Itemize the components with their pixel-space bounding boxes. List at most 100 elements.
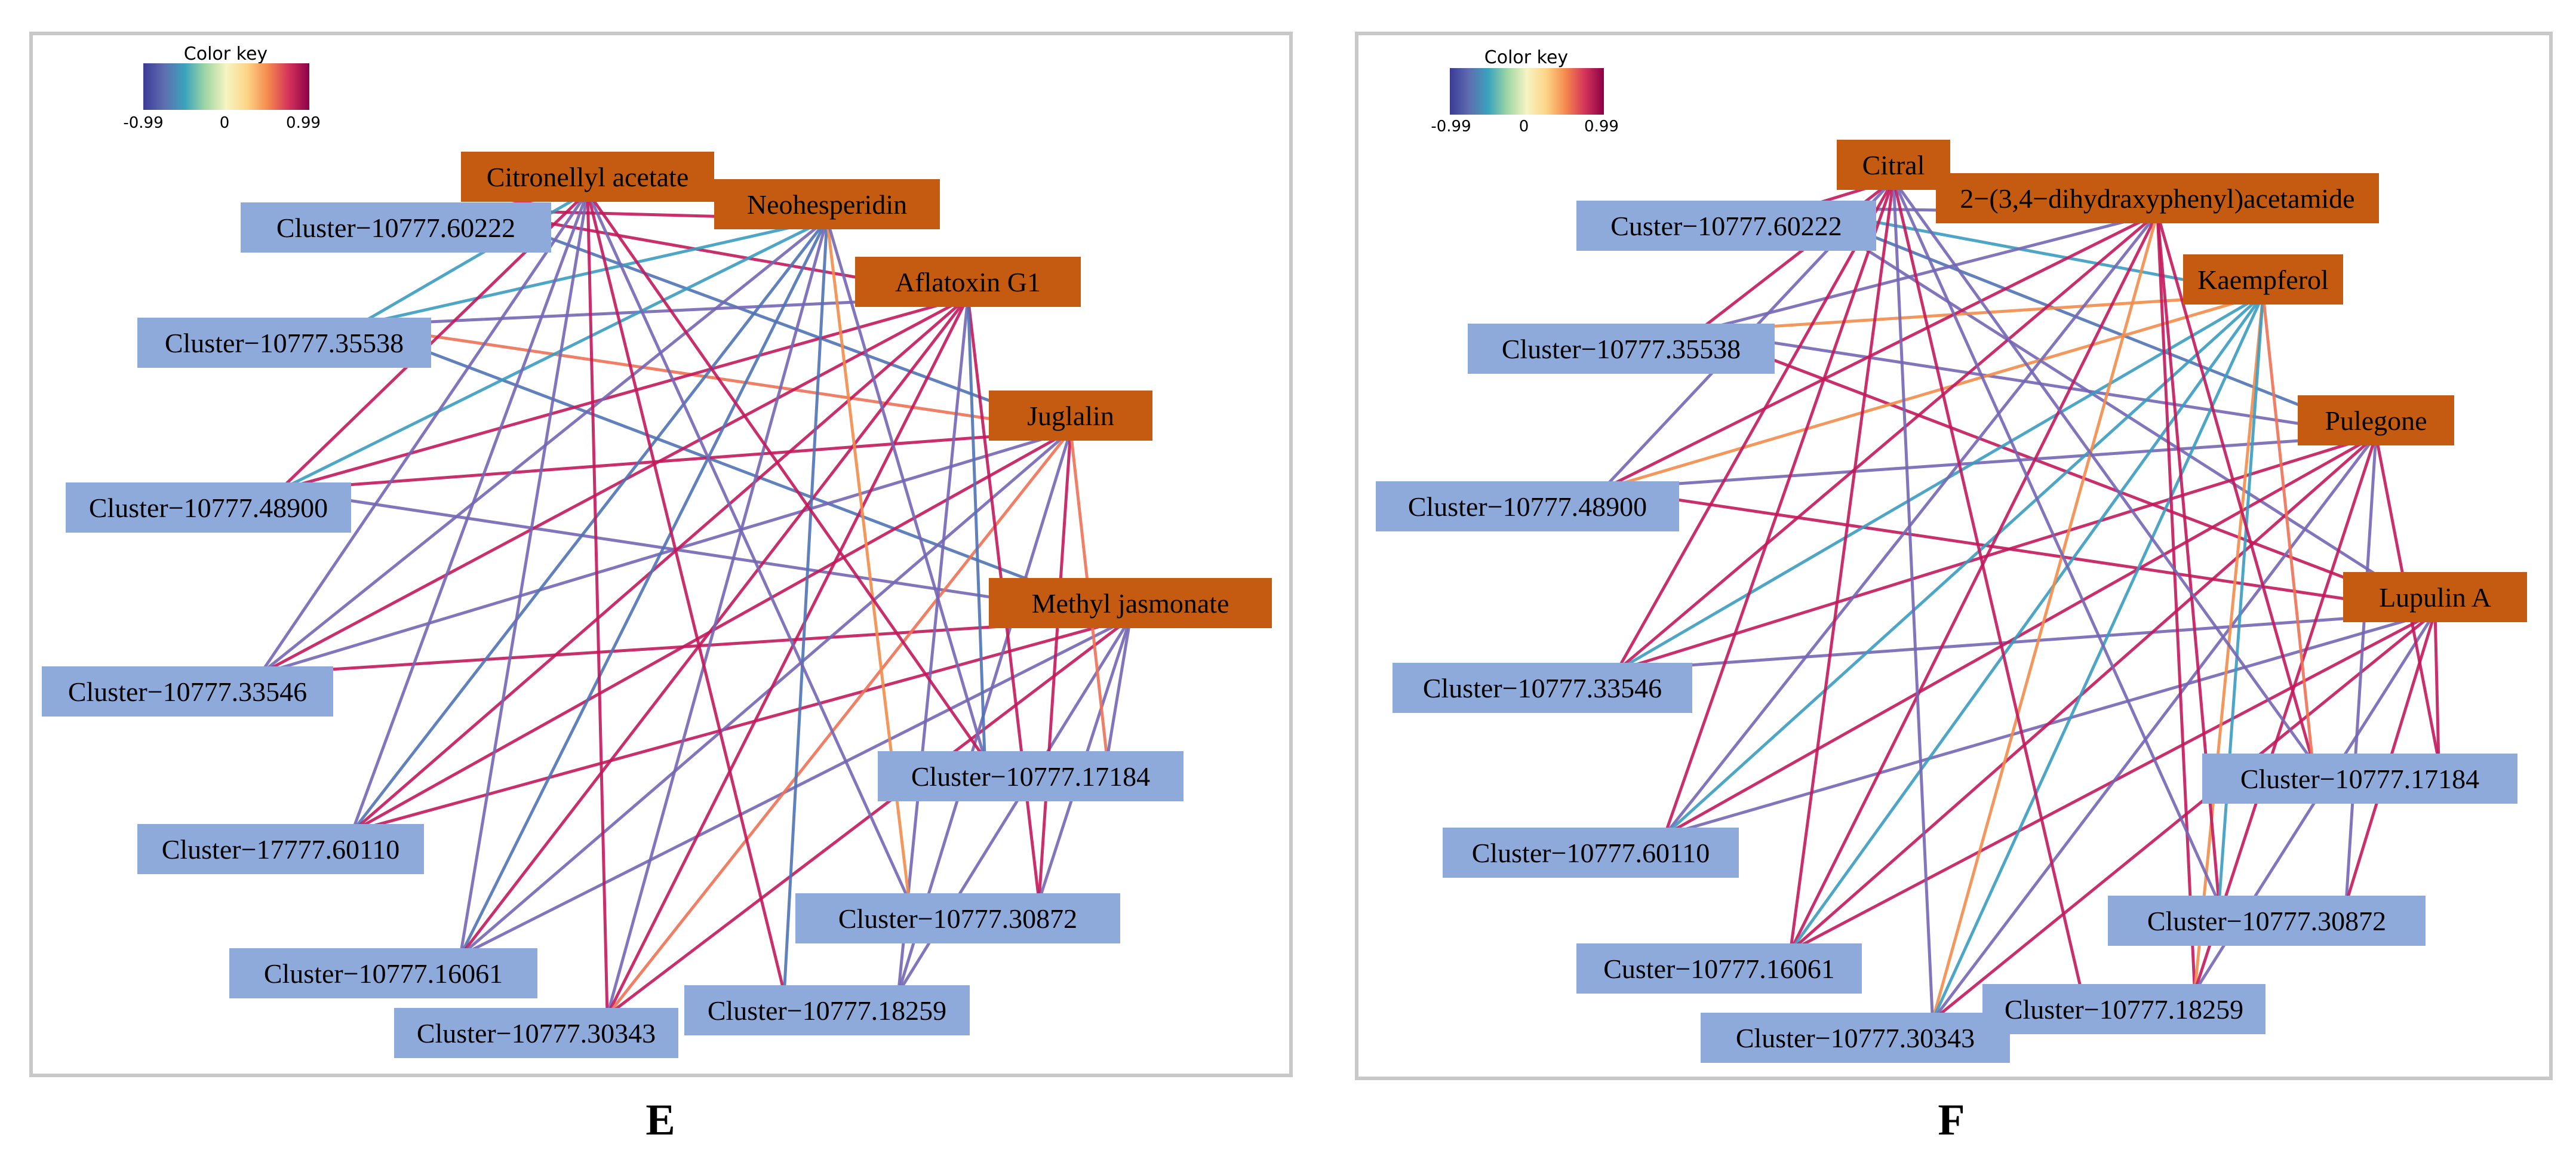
gene-node-custer-10777-16061[interactable]: Custer−10777.16061 — [1576, 943, 1862, 994]
edge-cluster-10777-48900-to-neohesperidin — [279, 217, 828, 491]
panel-label-f: F — [1938, 1096, 1965, 1145]
metabolite-node-aflatoxin-g1[interactable]: Aflatoxin G1 — [855, 257, 1081, 307]
edge-cluster-10777-33546-to-citral — [1616, 179, 1895, 671]
gene-node-label: Cluster−10777.18259 — [708, 995, 946, 1026]
metabolite-node-label: Kaempferol — [2197, 265, 2329, 295]
metabolite-node-juglalin[interactable]: Juglalin — [989, 391, 1152, 441]
gene-node-box — [42, 666, 333, 717]
gene-node-box — [1376, 481, 1679, 531]
gene-node-label: Cluster−10777.35538 — [1502, 334, 1741, 364]
metabolite-node-label: Citral — [1862, 150, 1925, 180]
gene-node-box — [1982, 984, 2265, 1034]
metabolite-node-methyl-jasmonate[interactable]: Methyl jasmonate — [989, 578, 1272, 628]
metabolite-node-box — [2298, 395, 2454, 445]
metabolite-node-box — [1936, 173, 2379, 223]
gene-node-cluster-10777-33546[interactable]: Cluster−10777.33546 — [1392, 663, 1692, 713]
edge-cluster-10777-30343-to-methyl-jasmonate — [606, 617, 1132, 1017]
gene-node-label: Cluster−10777.48900 — [1408, 491, 1647, 522]
gene-node-cluster-10777-30343[interactable]: Cluster−10777.30343 — [394, 1008, 678, 1058]
gene-node-cluster-10777-60222[interactable]: Cluster−10777.60222 — [241, 202, 551, 253]
edge-cluster-10777-33546-to-aflatoxin-g1 — [259, 295, 969, 675]
gene-node-cluster-10777-35538[interactable]: Cluster−10777.35538 — [1468, 324, 1775, 374]
edge-custer-10777-16061-to-pulegone — [1789, 434, 2377, 952]
color-key-title: Color key — [1484, 47, 1568, 68]
edge-cluster-10777-60110-to-2-3-4-dihydraxyphenyl-acetamide — [1664, 212, 2159, 837]
gene-node-cluster-17777-60110[interactable]: Cluster−17777.60110 — [137, 824, 424, 874]
edge-cluster-10777-18259-to-citral — [1892, 179, 2083, 992]
gene-node-cluster-10777-30872[interactable]: Cluster−10777.30872 — [2108, 896, 2426, 946]
edge-cluster-10777-48900-to-kaempferol — [1603, 293, 2264, 490]
gene-node-label: Custer−10777.60222 — [1610, 211, 1842, 241]
gene-node-box — [1443, 828, 1739, 878]
edge-cluster-10777-17184-to-methyl-jasmonate — [1105, 617, 1132, 760]
edge-cluster-10777-30343-to-kaempferol — [1931, 294, 2265, 1021]
gene-node-cluster-10777-30343[interactable]: Cluster−10777.30343 — [1701, 1013, 2010, 1063]
node-layer: Cluster−10777.60222Cluster−10777.35538Cl… — [42, 152, 1272, 1058]
edge-cluster-10777-30872-to-citronellyl-acetate — [586, 191, 911, 902]
edge-cluster-10777-17184-to-citral — [1892, 179, 2314, 763]
gene-node-label: Cluster−10777.30343 — [417, 1018, 656, 1049]
edge-custer-10777-60222-to-lupulin-a — [1800, 207, 2436, 614]
gene-node-label: Cluster−10777.33546 — [1423, 673, 1662, 703]
metabolite-node-citral[interactable]: Citral — [1837, 140, 1950, 190]
color-key-max-label: 0.99 — [286, 114, 321, 132]
gene-node-label: Cluster−17777.60110 — [162, 834, 400, 865]
gene-node-cluster-10777-18259[interactable]: Cluster−10777.18259 — [684, 985, 970, 1035]
gene-node-label: Cluster−10777.33546 — [68, 677, 307, 707]
metabolite-node-kaempferol[interactable]: Kaempferol — [2183, 254, 2343, 305]
edge-cluster-10777-35538-to-2-3-4-dihydraxyphenyl-acetamide — [1697, 211, 2158, 333]
color-key-min-label: -0.99 — [1431, 118, 1471, 136]
edge-cluster-10777-33546-to-citronellyl-acetate — [259, 190, 589, 675]
edge-cluster-10777-35538-to-pulegone — [1698, 330, 2377, 437]
metabolite-node-box — [2343, 572, 2527, 622]
gene-node-cluster-10777-30872[interactable]: Cluster−10777.30872 — [795, 893, 1120, 943]
color-key-title: Color key — [184, 44, 268, 64]
gene-node-box — [137, 824, 424, 874]
edge-cluster-10777-30343-to-juglalin — [606, 429, 1072, 1017]
gene-node-cluster-10777-35538[interactable]: Cluster−10777.35538 — [137, 318, 431, 368]
edge-cluster-10777-35538-to-neohesperidin — [357, 217, 828, 327]
edge-cluster-17777-60110-to-aflatoxin-g1 — [351, 296, 969, 833]
metabolite-node-box — [989, 578, 1272, 628]
network-panel-f: Color key -0.99 0 0.99 Custer−10777.6022… — [1355, 32, 2553, 1145]
edge-cluster-10777-33546-to-2-3-4-dihydraxyphenyl-acetamide — [1616, 212, 2159, 672]
gene-node-label: Cluster−10777.16061 — [264, 958, 503, 989]
edge-cluster-10777-30343-to-2-3-4-dihydraxyphenyl-acetamide — [1931, 213, 2159, 1021]
edge-cluster-10777-60110-to-citral — [1663, 179, 1895, 836]
edge-cluster-10777-48900-to-aflatoxin-g1 — [279, 295, 969, 492]
color-key-min-label: -0.99 — [123, 114, 163, 132]
edge-custer-10777-16061-to-2-3-4-dihydraxyphenyl-acetamide — [1789, 213, 2159, 952]
gene-node-cluster-10777-60110[interactable]: Cluster−10777.60110 — [1443, 828, 1739, 878]
gene-node-cluster-10777-48900[interactable]: Cluster−10777.48900 — [1376, 481, 1679, 531]
edge-cluster-10777-30343-to-lupulin-a — [1931, 611, 2436, 1022]
metabolite-node-2-3-4-dihydraxyphenyl-acetamide[interactable]: 2−(3,4−dihydraxyphenyl)acetamide — [1936, 173, 2379, 223]
edge-cluster-10777-18259-to-2-3-4-dihydraxyphenyl-acetamide — [2156, 213, 2196, 992]
gene-node-label: Cluster−10777.30872 — [2147, 906, 2386, 936]
edge-cluster-10777-18259-to-citronellyl-acetate — [586, 191, 786, 994]
edge-cluster-10777-35538-to-kaempferol — [1698, 293, 2264, 333]
metabolite-node-label: Methyl jasmonate — [1032, 588, 1229, 619]
gene-node-cluster-10777-18259[interactable]: Cluster−10777.18259 — [1982, 984, 2265, 1034]
gene-node-cluster-10777-33546[interactable]: Cluster−10777.33546 — [42, 666, 333, 717]
metabolite-node-pulegone[interactable]: Pulegone — [2298, 395, 2454, 445]
edge-cluster-10777-16061-to-neohesperidin — [459, 219, 829, 957]
edge-cluster-10777-33546-to-juglalin — [260, 429, 1071, 675]
edge-cluster-10777-30872-to-pulegone — [2344, 435, 2378, 903]
gene-node-cluster-10777-16061[interactable]: Cluster−10777.16061 — [229, 948, 537, 998]
edge-cluster-10777-60110-to-kaempferol — [1664, 293, 2264, 837]
edge-cluster-10777-35538-to-juglalin — [357, 324, 1071, 432]
color-key-max-label: 0.99 — [1584, 118, 1619, 136]
metabolite-node-neohesperidin[interactable]: Neohesperidin — [714, 179, 940, 229]
gene-node-cluster-10777-17184[interactable]: Cluster−10777.17184 — [2202, 754, 2517, 804]
edge-cluster-10777-48900-to-2-3-4-dihydraxyphenyl-acetamide — [1602, 211, 2159, 490]
metabolite-node-citronellyl-acetate[interactable]: Citronellyl acetate — [461, 152, 714, 202]
gene-node-cluster-10777-17184[interactable]: Cluster−10777.17184 — [878, 751, 1184, 801]
gene-node-box — [394, 1008, 678, 1058]
gene-node-cluster-10777-48900[interactable]: Cluster−10777.48900 — [66, 482, 351, 533]
gene-node-box — [241, 202, 551, 253]
gene-node-box — [229, 948, 537, 998]
gene-node-custer-10777-60222[interactable]: Custer−10777.60222 — [1576, 201, 1876, 251]
gene-node-label: Custer−10777.16061 — [1603, 954, 1835, 984]
metabolite-node-lupulin-a[interactable]: Lupulin A — [2343, 572, 2527, 622]
gene-node-box — [137, 318, 431, 368]
